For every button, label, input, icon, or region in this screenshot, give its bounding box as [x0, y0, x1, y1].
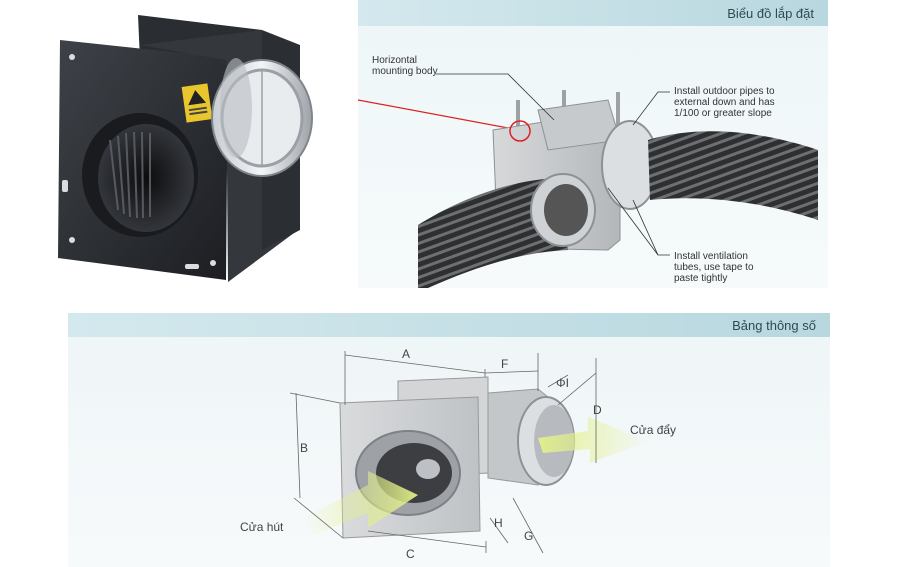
fan-product-photo — [58, 15, 313, 282]
callout-mounting-body: Horizontal mounting body — [372, 55, 438, 77]
specification-header: Bảng thông số — [68, 313, 830, 337]
dimension-label-phi: ΦI — [556, 376, 569, 390]
dimension-label-c: C — [406, 547, 415, 561]
dimension-label-a: A — [402, 347, 411, 361]
installation-diagram-panel: Biểu đồ lắp đặt — [358, 0, 828, 288]
installation-title: Biểu đồ lắp đặt — [727, 6, 814, 21]
installation-illustration — [358, 73, 818, 288]
callout-ventilation-tubes: Install ventilation tubes, use tape to p… — [674, 251, 754, 284]
dimension-label-b: B — [300, 441, 309, 455]
outlet-label: Cửa đẩy — [630, 423, 677, 437]
intake-label: Cửa hút — [240, 520, 284, 534]
callout-outdoor-pipes: Install outdoor pipes to external down a… — [674, 86, 775, 119]
dimension-drawing — [289, 351, 648, 554]
dimension-label-g: G — [524, 529, 534, 543]
specification-diagram-panel: Bảng thông số — [68, 313, 830, 567]
warning-label-icon — [181, 83, 213, 123]
dimension-label-h: H — [494, 516, 503, 530]
installation-header: Biểu đồ lắp đặt — [358, 0, 828, 26]
product-photo-panel — [0, 0, 350, 300]
specification-title: Bảng thông số — [732, 318, 816, 333]
dimension-label-d: D — [593, 403, 602, 417]
dimension-label-f: F — [501, 357, 509, 371]
